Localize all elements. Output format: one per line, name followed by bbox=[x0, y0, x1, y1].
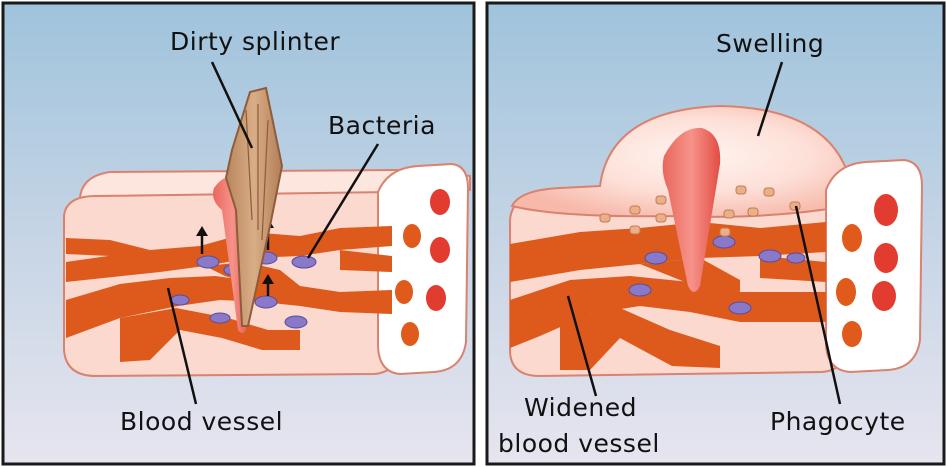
panel-before: Dirty splinter Bacteria Blood vessel bbox=[3, 3, 474, 464]
label-swelling: Swelling bbox=[716, 29, 824, 58]
label-blood-vessel-2: blood vessel bbox=[498, 429, 660, 458]
panel-after: Swelling Widened blood vessel Phagocyte bbox=[487, 3, 944, 464]
label-widened: Widened bbox=[524, 393, 637, 422]
label-phagocyte: Phagocyte bbox=[770, 407, 906, 436]
label-blood-vessel: Blood vessel bbox=[120, 407, 283, 436]
label-bacteria: Bacteria bbox=[328, 111, 436, 140]
label-dirty-splinter: Dirty splinter bbox=[170, 27, 340, 56]
